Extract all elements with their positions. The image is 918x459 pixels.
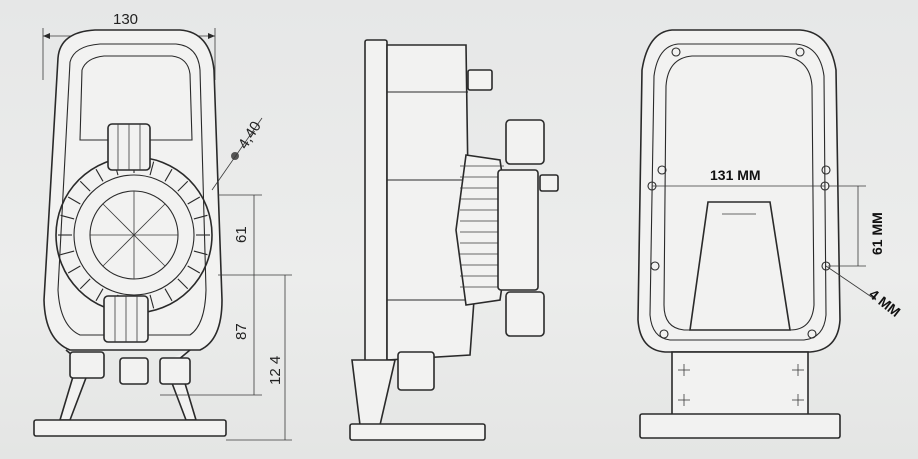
hole-diameter-label: 4,40 [235,118,265,152]
screw-hole [657,165,667,175]
pump-housing [43,29,223,351]
back-bracket-cutout [689,201,791,331]
upper-height-label: 61 [233,226,250,243]
arrowhead [208,33,215,39]
stand-marks [678,364,804,406]
back-stand [671,351,809,417]
cooling-fin [79,180,91,192]
cooling-fin [95,288,104,302]
side-stand-leg [351,359,397,426]
front-view: 130 4,40 [33,11,292,441]
lower-height-label: 87 [233,323,250,340]
side-bleed [539,174,559,192]
pump-head-ring [73,174,195,296]
cooling-fin [177,278,189,290]
housing-inner-frame [57,43,207,336]
cooling-fin [60,214,75,220]
back-view: 131 MM 61 MM 4 MM [637,29,904,439]
screw-hole [659,329,669,339]
cooling-fin [79,278,91,290]
screw-hole [821,165,831,175]
side-back-plate [364,39,388,371]
display-window [79,55,193,141]
hole-diameter-label-back: 4 MM [866,286,903,320]
width-label: 130 [113,11,138,28]
screw-hole [650,261,660,271]
head-cross-d2 [102,203,166,267]
side-fitting [397,351,435,391]
total-height-label: 12 4 [267,356,284,385]
cooling-fin [193,214,208,220]
side-knob [467,69,493,91]
screw-hole [795,47,805,57]
hole-leader-line [211,117,263,191]
screw-hole [671,47,681,57]
base-plate [33,419,227,437]
cooling-fin [187,196,201,205]
fitting-right [159,357,191,385]
fitting-center [119,357,149,385]
cooling-fin [164,288,173,302]
side-fins [460,165,504,288]
arrowhead [43,33,50,39]
cooling-fin [95,168,104,182]
cooling-fin [193,250,208,256]
back-base-plate [639,413,841,439]
screw-hole [807,329,817,339]
cooling-fin [164,168,173,182]
cooling-fin [187,265,201,274]
cooling-fin [67,265,81,274]
back-inner-outline [649,43,827,341]
side-valve-top [505,119,545,165]
side-valve-bottom [505,291,545,337]
cooling-fin [60,250,75,256]
hole-spacing-label: 131 MM [710,167,761,183]
hole-diameter-leader [825,265,877,301]
side-valve-body [497,169,539,291]
side-base-plate [349,423,486,441]
back-housing [637,29,841,353]
cooling-fin [177,180,189,192]
cooling-fin [149,161,155,176]
cooling-fin [149,294,155,309]
side-pump-head [455,154,511,306]
side-view [349,39,559,441]
vertical-spacing-label: 61 MM [869,212,885,255]
cooling-fin [67,196,81,205]
fitting-left [69,351,105,379]
